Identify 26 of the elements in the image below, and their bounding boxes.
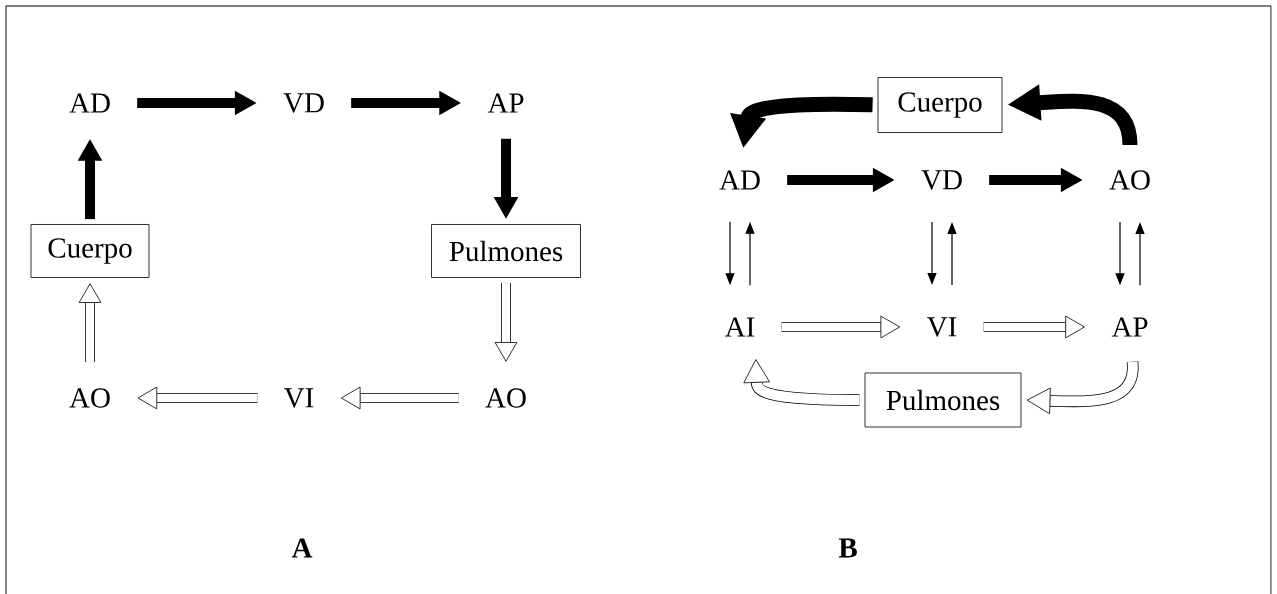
- hollow-arrow: [743, 359, 860, 406]
- node-label: AI: [725, 317, 755, 337]
- node-label: AO: [69, 388, 110, 408]
- panel-label: B: [838, 538, 857, 558]
- hollow-arrow: [781, 315, 901, 339]
- process-box: Cuerpo: [877, 77, 1003, 133]
- node-label: AD: [69, 93, 110, 113]
- node-label: AO: [485, 388, 526, 408]
- node-label: AP: [487, 93, 524, 113]
- node-label: AP: [1111, 317, 1148, 337]
- node-label: AD: [719, 170, 760, 190]
- node-label: VD: [283, 93, 324, 113]
- hollow-arrow: [983, 315, 1085, 339]
- node-label: AO: [1109, 170, 1150, 190]
- hollow-arrow: [340, 386, 459, 410]
- panel-label: A: [291, 538, 313, 558]
- hollow-arrow: [494, 282, 518, 362]
- hollow-arrow: [1026, 361, 1139, 415]
- hollow-arrow: [78, 283, 102, 363]
- node-label: VI: [284, 388, 314, 408]
- node-label: VI: [927, 317, 957, 337]
- process-box: Pulmones: [431, 224, 581, 278]
- node-label: VD: [921, 170, 962, 190]
- process-box: Pulmones: [864, 372, 1022, 428]
- hollow-arrow: [137, 386, 258, 410]
- process-box: Cuerpo: [30, 224, 150, 278]
